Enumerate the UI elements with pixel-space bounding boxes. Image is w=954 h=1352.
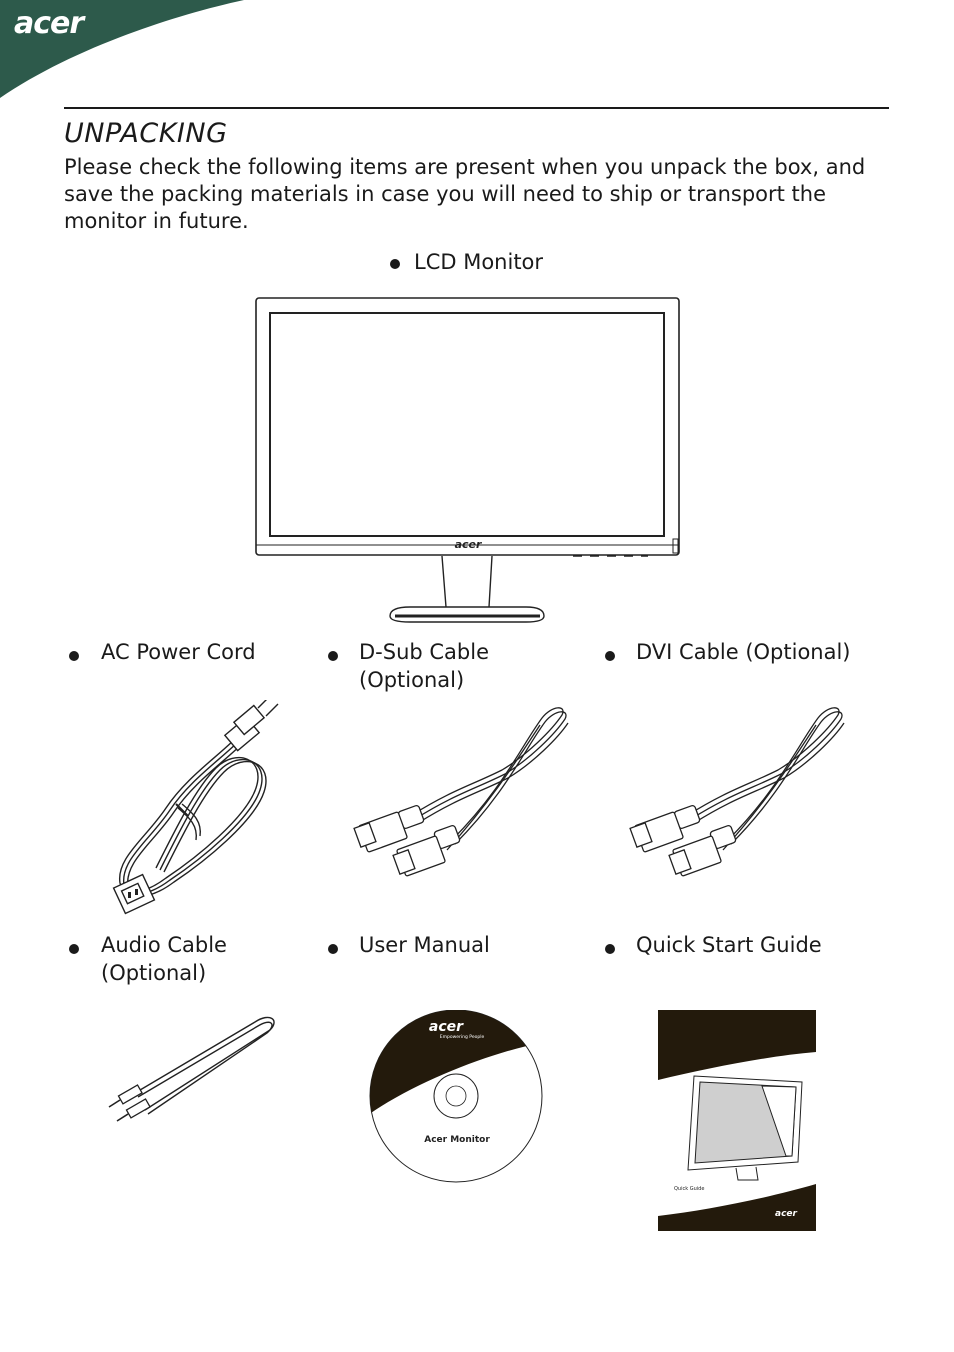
user-manual-cd-illustration: acer Empowering People Acer Monitor (369, 1010, 543, 1183)
bullet-icon (605, 944, 615, 954)
bullet-icon (605, 651, 615, 661)
acer-logo-band: acer (0, 0, 244, 98)
dsub-cable-illustration (353, 707, 569, 877)
bullet-icon (390, 259, 400, 269)
monitor-logo: acer (455, 538, 482, 551)
lcd-monitor-illustration: acer (255, 297, 680, 623)
item-label: DVI Cable (Optional) (636, 640, 851, 664)
audio-cable-illustration (108, 1016, 275, 1122)
ac-power-cord-illustration (112, 700, 279, 915)
cd-title: Acer Monitor (424, 1135, 490, 1145)
item-label-optional: (Optional) (101, 961, 207, 985)
acer-logo: acer (14, 6, 86, 41)
section-title: UNPACKING (64, 118, 228, 149)
item-label: Audio Cable (101, 933, 227, 957)
bullet-icon (69, 651, 79, 661)
quick-start-guide-illustration: Quick Guide acer (658, 1010, 816, 1231)
cd-tagline: Empowering People (440, 1034, 485, 1040)
header-rule (64, 107, 889, 109)
cd-brand: acer (429, 1019, 464, 1035)
item-label-optional: (Optional) (359, 668, 465, 692)
item-label: User Manual (359, 933, 490, 957)
bullet-icon (328, 651, 338, 661)
item-label: AC Power Cord (101, 640, 256, 664)
bullet-icon (328, 944, 338, 954)
item-label: LCD Monitor (414, 250, 544, 274)
bullet-icon (69, 944, 79, 954)
guide-caption: Quick Guide (674, 1186, 704, 1192)
item-label: Quick Start Guide (636, 933, 822, 957)
dvi-cable-illustration (629, 707, 845, 877)
intro-paragraph: Please check the following items are pre… (64, 155, 866, 233)
guide-brand: acer (775, 1209, 798, 1219)
item-label: D-Sub Cable (359, 640, 490, 664)
